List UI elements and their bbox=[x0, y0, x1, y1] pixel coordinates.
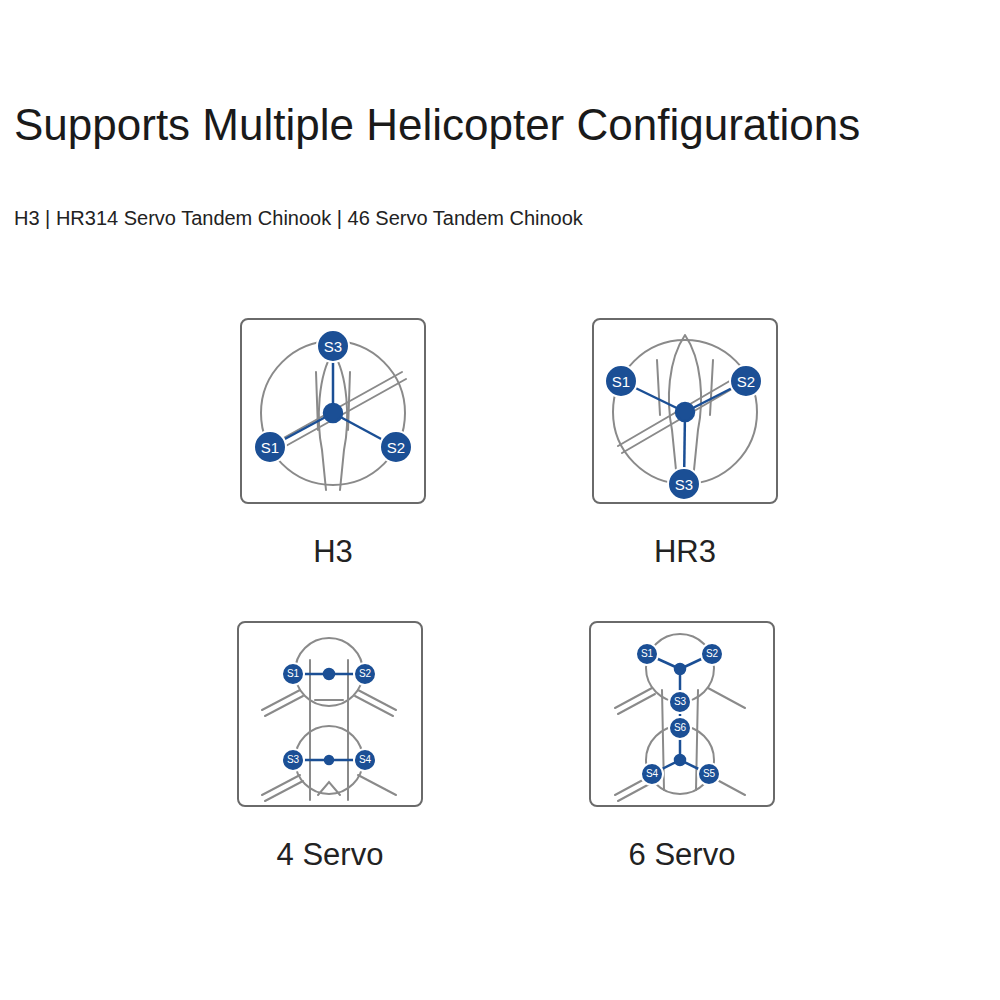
servo-circle: S4 bbox=[640, 762, 664, 786]
servo-circle: S1 bbox=[604, 364, 638, 398]
servo-label: S3 bbox=[675, 477, 693, 492]
servo-label: S6 bbox=[674, 723, 686, 733]
servo-circle: S3 bbox=[316, 329, 350, 363]
servo-label: S3 bbox=[674, 697, 686, 707]
subtitle-label: H3 | HR314 Servo Tandem Chinook | 46 Ser… bbox=[14, 207, 583, 230]
configuration-panel: 4 ServoS1S2S3S4 bbox=[237, 621, 423, 807]
servo-circle: S1 bbox=[281, 662, 305, 686]
servo-label: S1 bbox=[612, 374, 630, 389]
servo-circle: S2 bbox=[729, 364, 763, 398]
configuration-panel: 6 ServoS1S2S3S6S4S5 bbox=[589, 621, 775, 807]
servo-label: S2 bbox=[706, 649, 718, 659]
configuration-caption: HR3 bbox=[554, 534, 816, 570]
servo-circle: S1 bbox=[635, 642, 659, 666]
servo-circle: S3 bbox=[668, 690, 692, 714]
servo-label: S5 bbox=[703, 769, 715, 779]
servo-circle: S2 bbox=[353, 662, 377, 686]
configuration-caption: 6 Servo bbox=[551, 837, 813, 873]
servo-label: S2 bbox=[359, 669, 371, 679]
configuration-caption: 4 Servo bbox=[199, 837, 461, 873]
servo-label: S2 bbox=[387, 440, 405, 455]
servo-label: S1 bbox=[641, 649, 653, 659]
configuration-caption: H3 bbox=[202, 534, 464, 570]
page-title: Supports Multiple Helicopter Configurati… bbox=[14, 100, 860, 150]
servo-label: S4 bbox=[359, 755, 371, 765]
servo-label: S1 bbox=[261, 440, 279, 455]
servo-circle: S2 bbox=[700, 642, 724, 666]
servo-circle: S2 bbox=[379, 430, 413, 464]
configuration-panel: HR3S1S2S3 bbox=[592, 318, 778, 504]
servo-circle: S3 bbox=[667, 467, 701, 501]
servo-circle: S4 bbox=[353, 748, 377, 772]
servo-label: S3 bbox=[324, 339, 342, 354]
servo-label: S1 bbox=[287, 669, 299, 679]
servo-circle: S6 bbox=[668, 716, 692, 740]
configuration-panel: H3S3S1S2 bbox=[240, 318, 426, 504]
servo-label: S4 bbox=[646, 769, 658, 779]
servo-label: S2 bbox=[737, 374, 755, 389]
servo-label: S3 bbox=[287, 755, 299, 765]
servo-circle: S1 bbox=[253, 430, 287, 464]
servo-circle: S3 bbox=[281, 748, 305, 772]
servo-circle: S5 bbox=[697, 762, 721, 786]
